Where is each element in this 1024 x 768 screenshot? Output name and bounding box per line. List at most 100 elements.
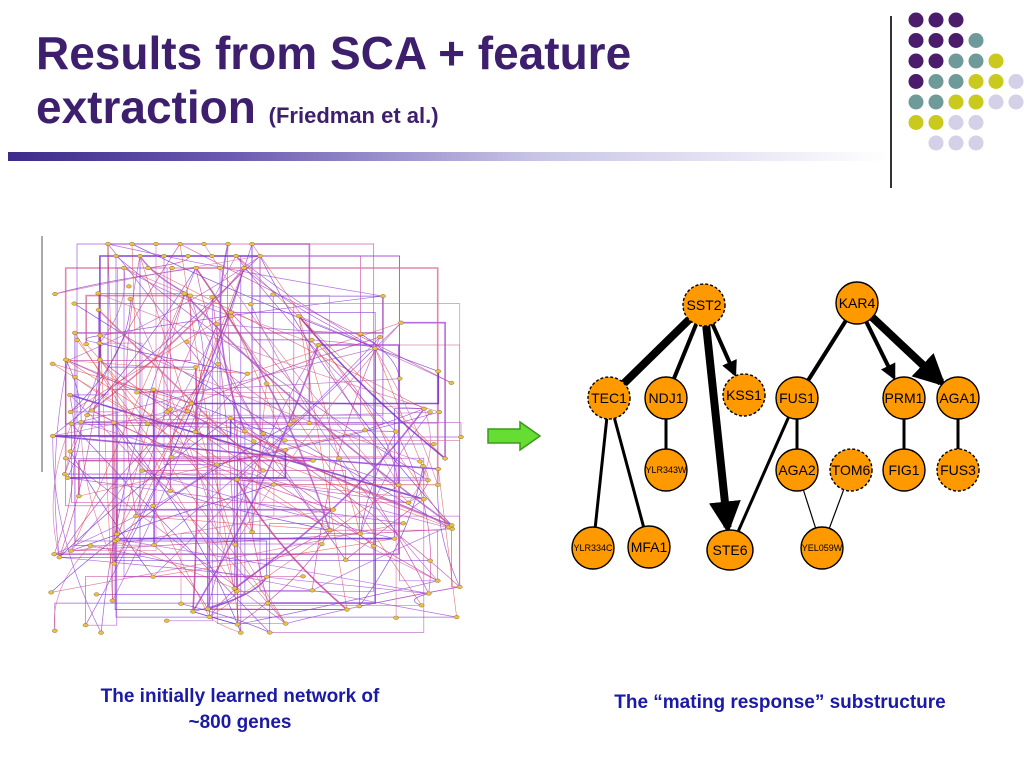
gene-node-label: TOM6 [832,462,871,478]
gene-node-kar4: KAR4 [835,281,879,325]
decorative-dot [928,53,944,69]
edge-aga2-yel059w [802,489,817,529]
edge-fus1-ste6 [737,416,790,532]
gene-node-label: FIG1 [888,462,919,478]
decorative-dot [928,135,944,151]
edge-kar4-fus1 [806,319,848,382]
decorative-dot [968,53,984,69]
title-underline-gradient [8,152,888,161]
edge-sst2-ndj1 [672,323,698,380]
decorative-dot [1008,74,1024,89]
decorative-dot [928,94,944,110]
gene-node-circle [627,525,671,569]
gene-node-mfa1: MFA1 [627,525,671,569]
caption-initial-network-line1: The initially learned network of [100,686,380,707]
decorative-dot [988,94,1004,110]
edge-sst2-ste6 [702,325,741,534]
decorative-dot [988,74,1004,89]
gene-node-circle [800,526,844,570]
edge-kar4-prm1 [864,320,896,381]
gene-node-label: AGA1 [939,390,977,406]
gene-node-circle [682,283,726,327]
gene-node-circle [829,448,873,492]
decorative-dot [968,74,984,89]
decorative-dot [908,53,924,69]
gene-node-label: PRM1 [885,390,924,406]
decorative-dot [928,115,944,130]
gene-node-circle [706,529,754,571]
gene-node-circle [882,448,926,492]
edge-kar4-aga1 [869,314,946,387]
gene-node-label: KAR4 [839,295,876,311]
decorative-dot [948,94,964,110]
decorative-dot [908,94,924,110]
gene-node-circle [571,526,615,570]
decorative-dot [948,53,964,69]
gene-node-ste6: STE6 [706,529,754,571]
full-gene-network-image [41,236,464,635]
slide-title: Results from SCA + feature extraction (F… [36,26,856,143]
gene-node-circle [644,376,688,420]
decorative-dot [1008,94,1024,110]
gene-node-circle [722,373,766,417]
gene-node-fus1: FUS1 [775,376,819,420]
decorative-dot [968,135,984,151]
gene-node-fus3: FUS3 [936,448,980,492]
gene-node-ndj1: NDJ1 [644,376,688,420]
gene-node-label: YLR343W [645,465,687,475]
decorative-dot [968,115,984,130]
gene-node-ylr334c: YLR334C [571,526,615,570]
caption-mating-response: The “mating response” substructure [614,692,946,713]
decorative-dot [948,12,964,28]
decorative-dot [948,74,964,89]
gene-node-label: SST2 [686,297,721,313]
decorative-dot [908,115,924,130]
slide-title-main: Results from SCA + feature extraction [36,27,632,133]
edge-sst2-tec1 [621,316,692,387]
gene-node-label: FUS3 [940,462,976,478]
gene-node-label: TEC1 [591,390,627,406]
edge-tec1-ylr334c [593,418,609,528]
gene-node-label: AGA2 [778,462,816,478]
gene-node-circle [882,376,926,420]
corner-divider-line [890,16,892,188]
gene-node-label: NDJ1 [648,390,683,406]
decorative-dot [968,33,984,48]
decorative-dot [928,33,944,48]
decorative-dot [948,135,964,151]
decorative-dot [908,12,924,28]
decorative-dot [908,74,924,89]
slide-title-citation: (Friedman et al.) [268,103,439,128]
caption-initial-network: The initially learned network of ~800 ge… [60,684,420,736]
decorative-dot [948,33,964,48]
gene-node-label: MFA1 [631,539,668,555]
gene-node-label: STE6 [712,542,747,558]
gene-node-circle [835,281,879,325]
decorative-dot [928,12,944,28]
gene-node-sst2: SST2 [682,283,726,327]
decorative-dot [968,94,984,110]
gene-node-yel059w: YEL059W [800,526,844,570]
caption-initial-network-line2: ~800 genes [188,712,292,733]
gene-node-aga1: AGA1 [936,376,980,420]
decorative-dot [928,74,944,89]
gene-node-tom6: TOM6 [829,448,873,492]
green-arrow-icon [487,420,542,452]
decorative-dot [908,33,924,48]
gene-node-prm1: PRM1 [882,376,926,420]
edge-tec1-mfa1 [612,417,646,528]
decorative-dot [988,53,1004,69]
gene-node-label: KSS1 [726,387,762,403]
gene-node-circle [936,376,980,420]
gene-node-tec1: TEC1 [587,376,631,420]
decorative-dot [948,115,964,130]
decorative-dot-grid [908,12,1024,151]
gene-node-label: YLR334C [573,543,613,553]
gene-node-label: YEL059W [802,543,843,553]
edge-sst2-kss1 [710,323,737,377]
gene-node-ylr343w: YLR343W [644,448,688,492]
gene-node-circle [644,448,688,492]
gene-node-circle [775,448,819,492]
edge-tom6-yel059w [828,489,845,529]
